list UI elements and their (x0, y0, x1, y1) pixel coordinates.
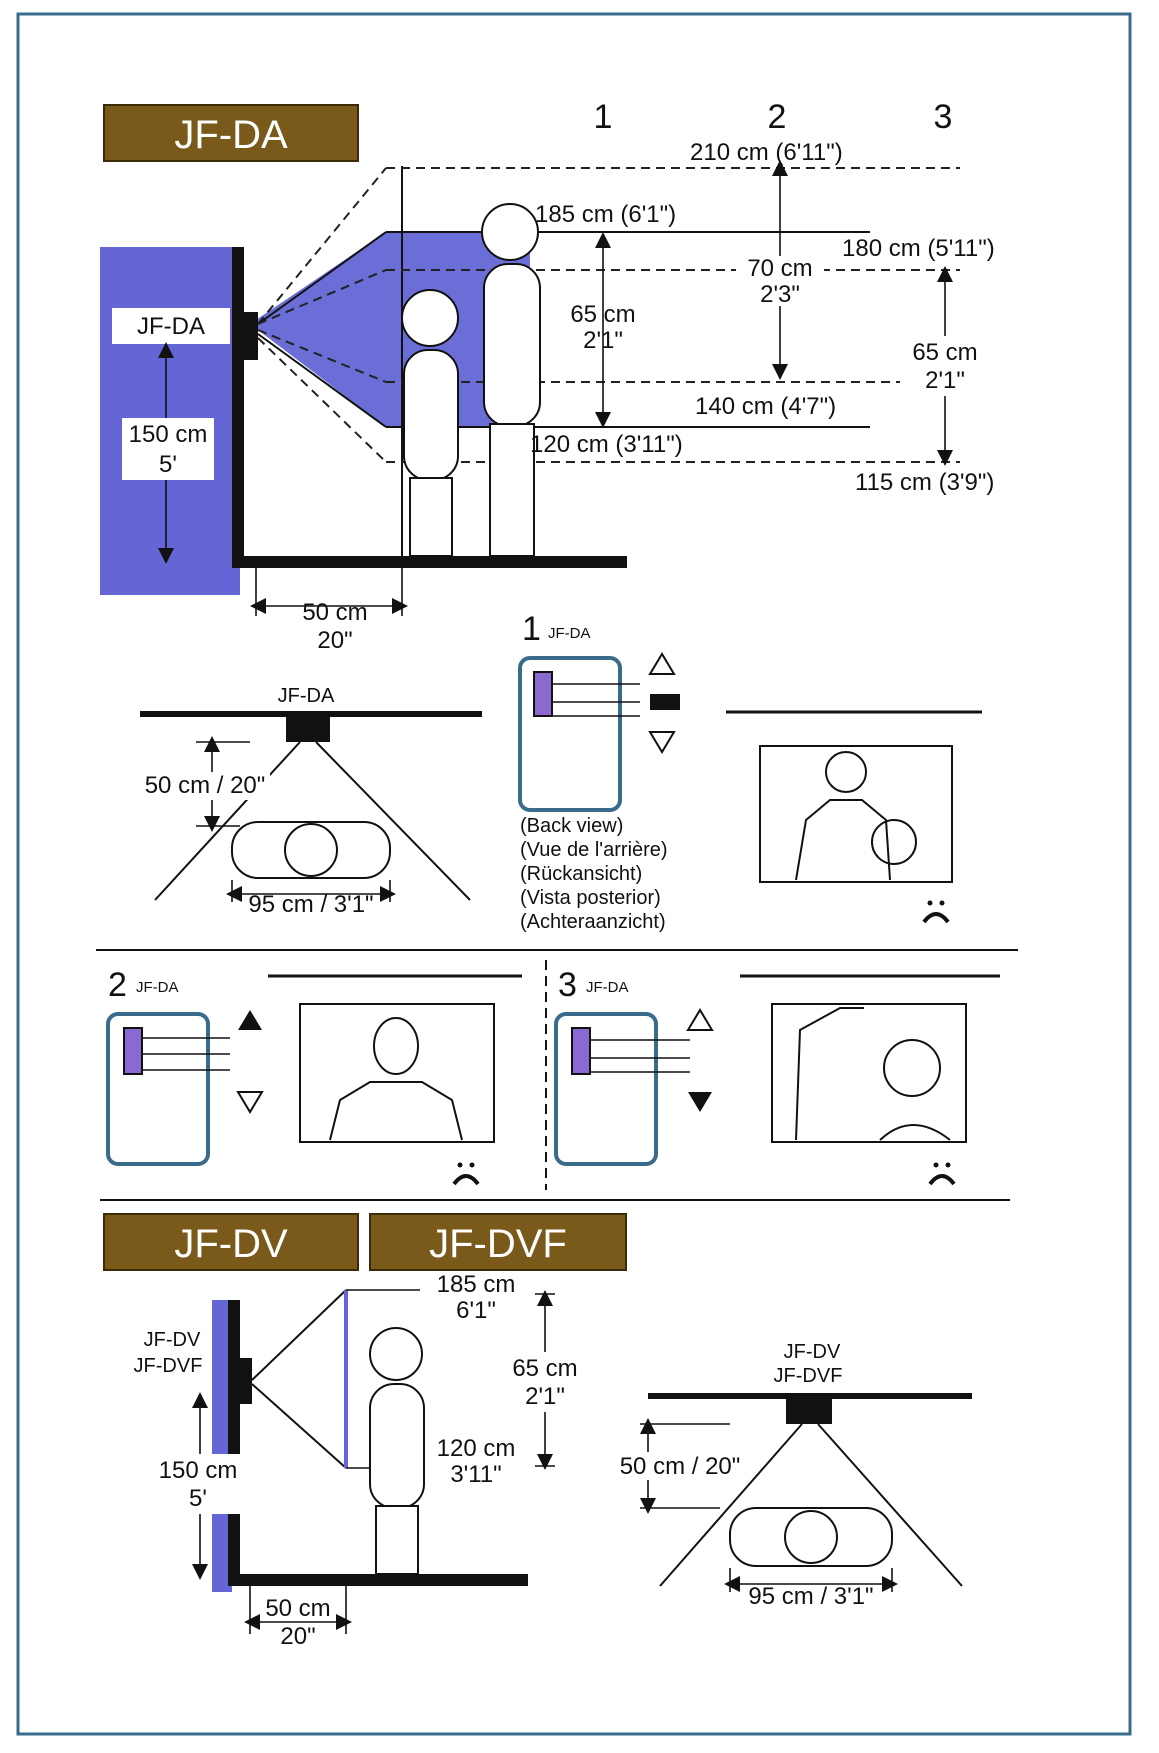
setting-1-monitor (759, 745, 953, 883)
page-frame (16, 12, 1132, 1736)
range-65a-ft: 2'1" (583, 327, 623, 354)
distance-cm: 50 cm (302, 599, 367, 626)
height-180: 180 cm (5'11") (842, 235, 995, 262)
down-arrow-icon (688, 1092, 712, 1112)
setting-3-monitor-image (795, 1007, 951, 1141)
top-view-bottom-width: 95 cm / 3'1" (748, 1583, 873, 1610)
mount-height-cm: 150 cm (129, 421, 208, 448)
face-icon (922, 900, 950, 924)
back-view-nl: (Achteraanzicht) (520, 911, 666, 933)
mount-height-ft: 5' (159, 451, 177, 478)
switch-middle-icon (650, 694, 680, 710)
top-view-dvf: JF-DVF (774, 1365, 843, 1387)
setting-2-number: 2 (108, 966, 127, 1004)
height-120: 120 cm (3'11") (530, 431, 683, 458)
unit-label-dv: JF-DV (144, 1329, 201, 1351)
setting-3-model: JF-DA (586, 979, 629, 996)
h120-bottom-ft: 3'11" (450, 1461, 501, 1488)
setting-2: 2 JF-DA (106, 966, 522, 1186)
viewing-area (250, 232, 530, 427)
top-view-unit-label: JF-DA (278, 685, 335, 707)
unit-label-box (112, 308, 230, 344)
back-view-es: (Vista posterior) (520, 887, 661, 909)
height-140: 140 cm (4'7") (695, 393, 836, 420)
setting-3-monitor (771, 1003, 967, 1143)
down-arrow-icon (236, 1091, 264, 1114)
range-70-ft: 2'3" (760, 281, 800, 308)
back-view-en: (Back view) (520, 815, 623, 837)
setting-1-model: JF-DA (548, 625, 591, 642)
distance-in: 20" (317, 627, 352, 654)
range-65a-cm: 65 cm (570, 301, 635, 328)
face-icon (452, 1162, 480, 1186)
top-view-dv: JF-DV (784, 1341, 841, 1363)
jf-dv-top-view: JF-DV JF-DVF 50 cm / 20" 95 cm / 3'1" (614, 1341, 972, 1610)
height-185: 185 cm (6'1") (535, 201, 676, 228)
range-65b-cm: 65 cm (912, 339, 977, 366)
jf-dv-badge (103, 1213, 359, 1271)
wall-bottom (228, 1300, 240, 1586)
range65-bottom-ft: 2'1" (525, 1383, 565, 1410)
setting-3: 3 JF-DA (554, 966, 1000, 1186)
person-bottom (369, 1327, 425, 1575)
column-number-2: 2 (768, 98, 787, 136)
person-short (401, 289, 459, 557)
h120-bottom-cm: 120 cm (437, 1435, 516, 1462)
column-number-3: 3 (934, 98, 953, 136)
distance-bottom-in: 20" (280, 1623, 315, 1650)
setting-2-model: JF-DA (136, 979, 179, 996)
range-65b-ft: 2'1" (925, 367, 965, 394)
down-arrow-icon (648, 731, 676, 754)
mount-height-bottom-ft: 5' (189, 1485, 207, 1512)
setting-2-monitor-image (329, 1017, 463, 1141)
top-view-width: 95 cm / 3'1" (248, 891, 373, 918)
up-arrow-icon (648, 652, 676, 675)
distance-bottom-cm: 50 cm (265, 1595, 330, 1622)
range65-bottom-cm: 65 cm (512, 1355, 577, 1382)
top-view-bottom-distance: 50 cm / 20" (620, 1453, 741, 1480)
setting-1-number: 1 (522, 610, 541, 648)
back-view-de: (Rückansicht) (520, 863, 642, 885)
floor (232, 556, 627, 568)
door-phone-bottom (238, 1358, 252, 1404)
height-115: 115 cm (3'9") (855, 469, 994, 496)
jf-dv-badge-text: JF-DV (174, 1222, 288, 1266)
h185-bottom-cm: 185 cm (437, 1271, 516, 1298)
unit-label: JF-DA (137, 313, 205, 340)
top-view-distance: 50 cm / 20" (145, 772, 266, 799)
range-70-cm: 70 cm (747, 255, 812, 282)
h185-bottom-ft: 6'1" (456, 1297, 496, 1324)
up-arrow-icon (238, 1010, 262, 1030)
up-arrow-icon (686, 1008, 714, 1031)
jf-dvf-badge-text: JF-DVF (429, 1222, 567, 1266)
setting-3-number: 3 (558, 966, 577, 1004)
setting-1: 1 JF-DA (Back view) (Vue de l'arrière) (… (518, 610, 982, 933)
mount-height-bottom-cm: 150 cm (159, 1457, 238, 1484)
back-view-fr: (Vue de l'arrière) (520, 839, 668, 861)
jf-da-side-view: JF-DA 1 2 3 JF-DA 150 cm 5' (100, 98, 995, 654)
height-210: 210 cm (6'11") (690, 139, 843, 166)
face-icon (928, 1162, 956, 1186)
door-phone (242, 312, 258, 360)
setting-1-monitor-image (795, 751, 917, 881)
jf-dvf-badge (369, 1213, 627, 1271)
jf-dv-side-view: JF-DV JF-DVF JF-DV JF-DVF 150 cm 5' 185 … (103, 1213, 627, 1650)
jf-da-top-view: JF-DA 50 cm / 20" 95 cm / 3'1" (140, 685, 482, 918)
wall-area-bottom (212, 1300, 232, 1592)
column-number-1: 1 (594, 98, 613, 136)
wall (232, 247, 244, 567)
jf-da-badge (103, 104, 359, 162)
unit-label-dvf: JF-DVF (134, 1355, 203, 1377)
floor-bottom (228, 1574, 528, 1586)
person-tall (481, 203, 541, 557)
jf-da-badge-text: JF-DA (174, 113, 288, 157)
